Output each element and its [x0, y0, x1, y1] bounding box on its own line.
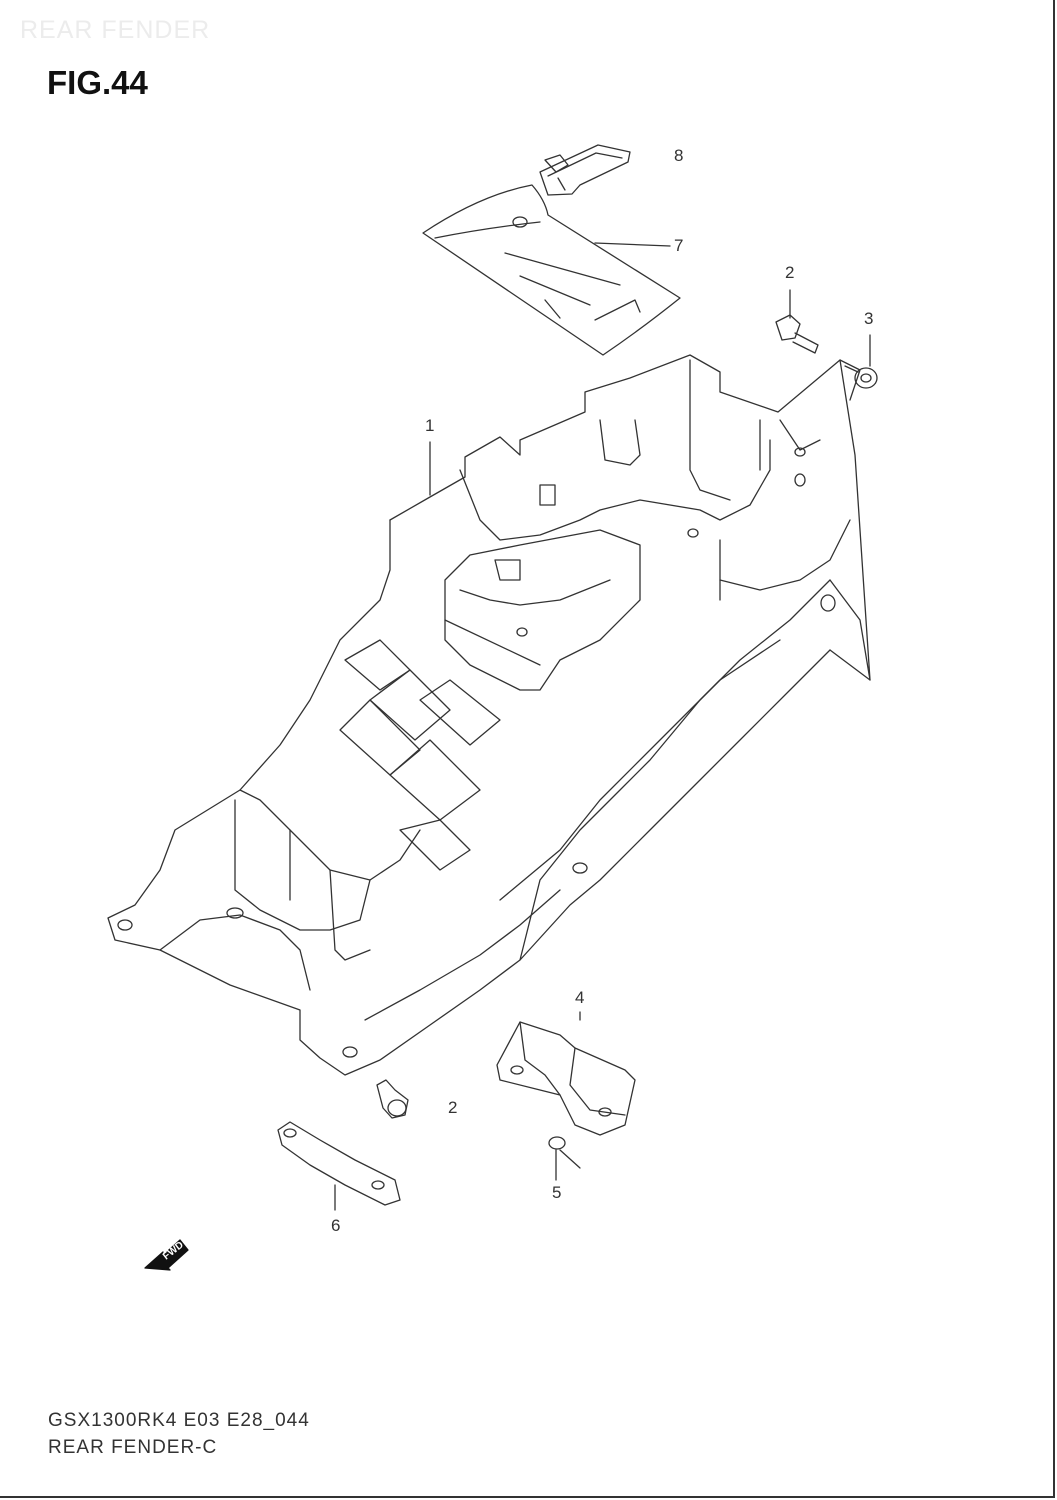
part-8-clip: [539, 144, 631, 196]
callout-8: 8: [674, 146, 684, 165]
callout-5: 5: [552, 1183, 562, 1202]
footer-code: GSX1300RK4 E03 E28_044: [48, 1410, 310, 1431]
footer-caption: REAR FENDER-C: [48, 1437, 218, 1458]
part-3-nut: [844, 334, 878, 389]
callout-3: 3: [864, 309, 874, 328]
fwd-arrow-icon: FWD: [144, 1239, 189, 1271]
part-2-bolt-bottom: [376, 1079, 409, 1119]
callout-6: 6: [331, 1216, 341, 1235]
part-1-rear-fender: [107, 354, 871, 1076]
part-7-cover: [422, 184, 681, 356]
watermark-text: REAR FENDER: [20, 16, 211, 44]
callout-2-top: 2: [785, 263, 795, 282]
part-2-bolt-top: [775, 289, 819, 354]
part-4-bracket: [496, 1011, 636, 1136]
figure-title: FIG.44: [47, 64, 148, 101]
callout-4: 4: [575, 988, 585, 1007]
part-6-plate: [277, 1121, 401, 1211]
callout-7: 7: [674, 236, 684, 255]
callout-1: 1: [425, 416, 435, 435]
callout-2-bottom: 2: [448, 1098, 458, 1117]
part-5-screw: [548, 1136, 581, 1181]
